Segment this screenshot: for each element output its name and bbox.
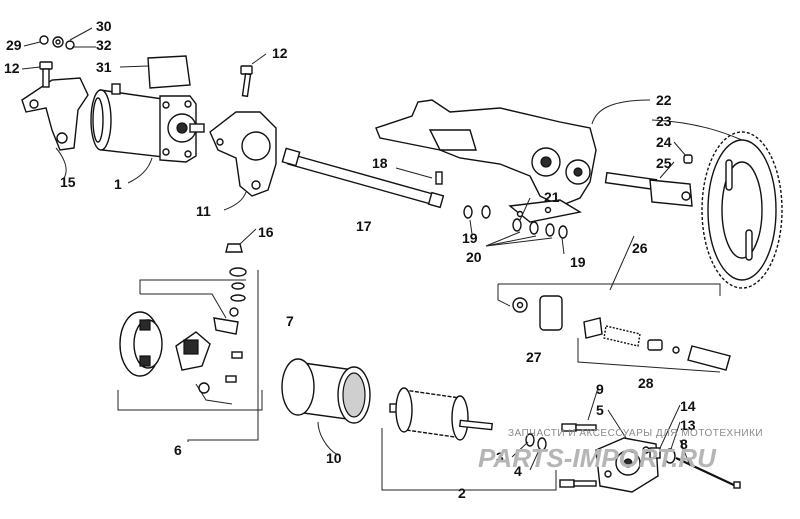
front-mount-plate xyxy=(209,111,277,197)
callout-24: 24 xyxy=(656,134,672,150)
callout-25: 25 xyxy=(656,155,672,171)
callout-2: 2 xyxy=(458,485,466,501)
callout-30: 30 xyxy=(96,18,112,34)
thru-bolt xyxy=(649,447,741,489)
callout-22: 22 xyxy=(656,92,672,108)
callout-4: 4 xyxy=(514,463,522,479)
callout-29: 29 xyxy=(6,37,22,53)
callout-32: 32 xyxy=(96,37,112,53)
callout-7: 7 xyxy=(286,313,294,329)
callout-23: 23 xyxy=(656,113,672,129)
armature xyxy=(389,387,493,441)
gear-screw xyxy=(683,154,693,164)
callout-26: 26 xyxy=(632,240,648,256)
callout-3: 3 xyxy=(496,449,504,465)
callout-11: 11 xyxy=(196,203,211,219)
bolt-top-left xyxy=(39,61,53,88)
callout-13: 13 xyxy=(680,417,696,433)
motor-housing xyxy=(281,358,371,424)
thrust-washers xyxy=(525,433,547,451)
label-sticker xyxy=(147,55,191,89)
bendix-exploded-parts xyxy=(512,295,731,371)
callout-14: 14 xyxy=(680,398,696,414)
watermark-brand: PARTS-IMPORT.RU xyxy=(478,443,717,473)
callout-12-left: 12 xyxy=(4,60,20,76)
callout-16: 16 xyxy=(258,224,274,240)
callout-19-left: 19 xyxy=(462,230,478,246)
callout-10: 10 xyxy=(326,450,342,466)
end-cap xyxy=(595,437,659,493)
callout-27: 27 xyxy=(526,349,542,365)
terminal-nut-stack xyxy=(225,243,247,302)
bolt-center xyxy=(240,65,253,98)
brush-plate-assembly xyxy=(119,307,243,405)
mounting-bracket xyxy=(21,77,89,151)
callout-8: 8 xyxy=(680,436,688,452)
callout-17: 17 xyxy=(356,218,372,234)
end-cap-bolts xyxy=(559,423,597,488)
callout-21: 21 xyxy=(544,189,560,205)
bendix-drive xyxy=(604,171,693,207)
main-housing-bracket xyxy=(375,99,597,223)
callout-28: 28 xyxy=(638,375,654,391)
ring-gear xyxy=(701,131,783,289)
callout-9: 9 xyxy=(596,381,604,397)
callout-12-center: 12 xyxy=(272,45,288,61)
callout-19-right: 19 xyxy=(570,254,586,270)
set-screw xyxy=(435,171,443,185)
callout-20: 20 xyxy=(466,249,482,265)
watermark: ЗАПЧАСТИ И АКСЕССУАРЫ ДЛЯ МОТОТЕХНИКИ PA… xyxy=(478,428,763,473)
drive-shaft-tube xyxy=(281,147,445,209)
callout-15: 15 xyxy=(60,174,76,190)
washers-set xyxy=(39,35,75,50)
starter-motor xyxy=(90,83,205,163)
callout-1: 1 xyxy=(114,176,122,192)
leader-lines xyxy=(21,27,743,471)
callout-6: 6 xyxy=(174,442,182,458)
callout-labels: 29 30 32 12 31 15 1 12 11 18 17 19 20 21… xyxy=(4,18,696,501)
watermark-tagline: ЗАПЧАСТИ И АКСЕССУАРЫ ДЛЯ МОТОТЕХНИКИ xyxy=(508,428,763,439)
callout-18: 18 xyxy=(372,155,388,171)
washer-stack-20-21 xyxy=(512,218,568,239)
washer-stack-19-left xyxy=(463,205,491,219)
callout-5: 5 xyxy=(596,402,604,418)
callout-31: 31 xyxy=(96,59,112,75)
